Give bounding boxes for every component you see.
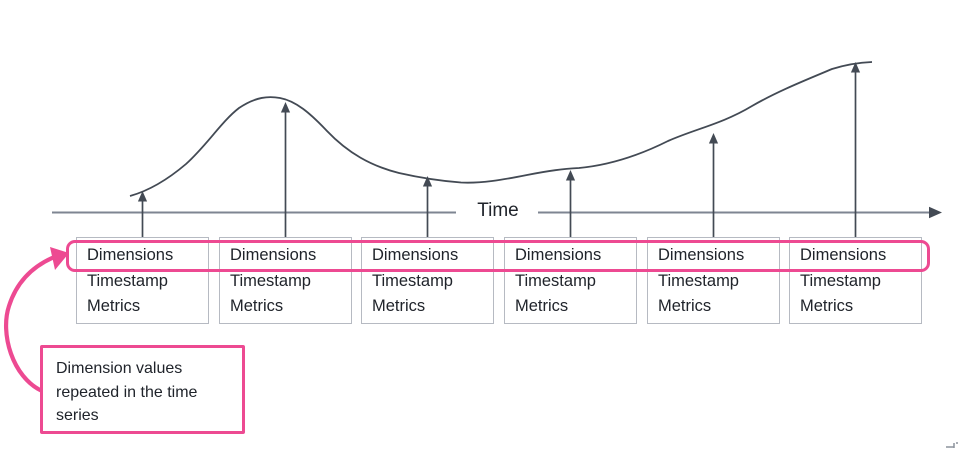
record-box: Dimensions Timestamp Metrics: [361, 237, 494, 324]
sample-arrow: [137, 191, 148, 237]
record-field-dimensions: Dimensions: [230, 246, 317, 264]
record-box: Dimensions Timestamp Metrics: [789, 237, 922, 324]
record-field-timestamp: Timestamp: [372, 271, 453, 290]
sample-arrow: [708, 133, 719, 237]
callout-arrowhead-icon: [50, 247, 69, 270]
sample-arrows: [137, 62, 861, 237]
record-field-dimensions: Dimensions: [800, 246, 887, 264]
sample-arrow: [422, 176, 433, 237]
sample-arrow: [280, 102, 291, 237]
record-box: Dimensions Timestamp Metrics: [219, 237, 352, 324]
record-field-metrics: Metrics: [372, 297, 426, 315]
record-box: Dimensions Timestamp Metrics: [504, 237, 637, 324]
sample-arrow: [565, 170, 576, 237]
record-field-dimensions: Dimensions: [87, 246, 174, 264]
time-axis: [52, 206, 942, 219]
record-field-metrics: Metrics: [87, 297, 141, 315]
record-field-timestamp: Timestamp: [800, 271, 881, 290]
record-field-timestamp: Timestamp: [515, 271, 596, 290]
record-box: Dimensions Timestamp Metrics: [76, 237, 209, 324]
record-box: Dimensions Timestamp Metrics: [647, 237, 780, 324]
record-field-timestamp: Timestamp: [658, 271, 739, 290]
record-field-dimensions: Dimensions: [372, 246, 459, 264]
axis-arrowhead-icon: [929, 206, 942, 219]
record-field-timestamp: Timestamp: [230, 271, 311, 290]
callout-arrow: [4, 247, 69, 394]
record-field-metrics: Metrics: [800, 297, 854, 315]
corner-artifact: [946, 442, 958, 448]
record-field-metrics: Metrics: [515, 297, 569, 315]
callout-box: Dimension values repeated in the time se…: [40, 345, 245, 434]
time-series-curve: [129, 61, 873, 197]
axis-label: Time: [458, 200, 538, 222]
record-field-dimensions: Dimensions: [658, 246, 745, 264]
callout-text: Dimension values repeated in the time se…: [56, 360, 198, 424]
record-field-metrics: Metrics: [230, 297, 284, 315]
record-field-metrics: Metrics: [658, 297, 712, 315]
record-field-timestamp: Timestamp: [87, 271, 168, 290]
record-field-dimensions: Dimensions: [515, 246, 602, 264]
sample-arrow: [850, 62, 861, 237]
